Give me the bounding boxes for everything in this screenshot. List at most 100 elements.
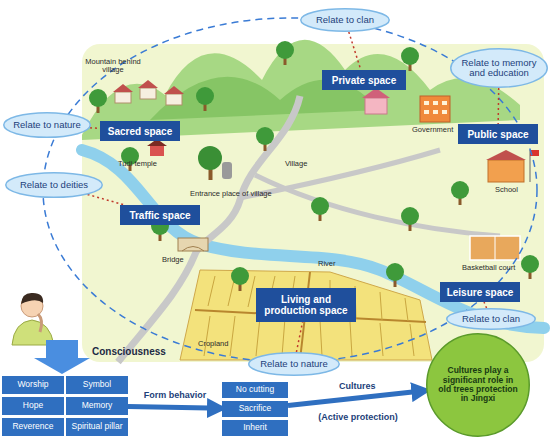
edge-label: Form behavior <box>144 390 207 400</box>
bridge-arch <box>182 247 204 252</box>
relation-oval: Relate to clan <box>446 308 536 330</box>
map-label: Cropland <box>198 340 228 348</box>
building-wall <box>488 160 524 182</box>
concept-box: Spiritual pillar <box>66 418 128 436</box>
edge-label: Cultures <box>339 381 376 391</box>
node-text: Relate to nature <box>260 359 328 369</box>
private-house <box>362 88 390 114</box>
node-text: Relate to clan <box>316 15 374 25</box>
node-text: Worship <box>17 380 48 389</box>
concept-box: Worship <box>2 376 64 394</box>
space-box: Public space <box>458 124 538 144</box>
tree-crown <box>89 89 107 107</box>
tree-crown <box>401 47 419 65</box>
relation-oval: Relate to nature <box>3 112 91 138</box>
oval-shape <box>447 309 536 330</box>
oval-shape <box>451 49 548 88</box>
building-wall <box>420 96 450 122</box>
map-label: Basketball court <box>462 264 515 272</box>
relation-link <box>296 322 302 352</box>
entrance-stone <box>222 162 232 179</box>
river <box>82 150 544 328</box>
node-text: Inherit <box>243 423 267 432</box>
concept-box: Hope <box>2 397 64 415</box>
relation-link <box>497 88 499 124</box>
node-text: Sacred space <box>108 126 173 137</box>
map-label: (Active protection) <box>306 413 410 423</box>
node-text: Living and production space <box>259 294 353 316</box>
node-text: Private space <box>332 75 397 86</box>
court-line <box>495 236 496 260</box>
space-box: Traffic space <box>120 205 200 225</box>
node-text: Public space <box>467 129 528 140</box>
node-text: Traffic space <box>129 210 190 221</box>
map-label: Bridge <box>162 256 184 264</box>
tree-crown <box>386 263 404 281</box>
concept-box: Sacrifice <box>222 401 288 417</box>
flow-arrow <box>128 407 222 409</box>
tree-crown <box>451 181 469 199</box>
node-text: Relate to nature <box>13 120 81 130</box>
relation-oval: Relate to clan <box>300 8 390 32</box>
oval-shape <box>301 9 390 32</box>
house-roof <box>113 84 133 92</box>
space-box: Private space <box>322 70 406 90</box>
tree-crown <box>256 127 274 145</box>
window <box>424 101 447 114</box>
cropland-field <box>180 270 432 360</box>
node-text: Reverence <box>12 422 53 431</box>
tree-crown <box>196 87 214 105</box>
thinking-person <box>12 293 54 345</box>
house-wall <box>365 98 387 114</box>
crop-row <box>204 276 414 356</box>
node-text: No cutting <box>236 385 274 394</box>
oval-shape <box>6 173 103 198</box>
map-label: Government <box>412 126 453 134</box>
node-text: Memory <box>82 401 113 410</box>
relation-link <box>90 127 100 129</box>
relation-link <box>88 194 125 205</box>
conclusion-circle: Cultures play a significant role in old … <box>426 333 530 437</box>
person-hair <box>21 293 43 304</box>
person-hand <box>38 314 42 332</box>
tree-crown <box>198 146 222 170</box>
space-box: Living and production space <box>256 288 356 322</box>
relation-oval: Relate to deities <box>5 172 103 198</box>
concept-box: Memory <box>66 397 128 415</box>
bridge <box>178 238 208 251</box>
map-label: Tudi temple <box>118 160 157 168</box>
node-text: Leisure space <box>447 287 514 298</box>
block-arrow <box>34 340 90 374</box>
space-box: Leisure space <box>440 282 520 302</box>
house-wall <box>166 94 182 105</box>
relation-link <box>349 32 361 70</box>
map-label: River <box>318 260 336 268</box>
oval-shape <box>249 353 340 376</box>
relation-link <box>484 302 486 308</box>
tree-crown <box>231 267 249 285</box>
concept-box: Inherit <box>222 420 288 436</box>
space-box: Sacred space <box>100 121 180 141</box>
node-text: Relate to clan <box>462 314 520 324</box>
temple-wall <box>150 146 164 156</box>
concept-box: Reverence <box>2 418 64 436</box>
oval-shape <box>4 113 91 138</box>
flow-arrow <box>288 391 426 406</box>
tree-crown <box>311 197 329 215</box>
relation-oval: Relate to memory and education <box>450 48 548 88</box>
node-text: Relate to deities <box>20 180 88 190</box>
tree-crown <box>521 255 539 273</box>
map-label: Entrance place of village <box>190 190 272 198</box>
house-wall <box>115 92 131 103</box>
house-roof <box>164 86 184 94</box>
temple <box>147 139 167 156</box>
tree-crown <box>276 41 294 59</box>
hill <box>82 40 520 140</box>
node-text: Sacrifice <box>239 404 272 413</box>
node-text: Symbol <box>83 380 111 389</box>
road <box>255 175 500 236</box>
node-text: Spiritual pillar <box>71 422 122 431</box>
tree-crown <box>401 207 419 225</box>
government-building <box>420 96 450 122</box>
